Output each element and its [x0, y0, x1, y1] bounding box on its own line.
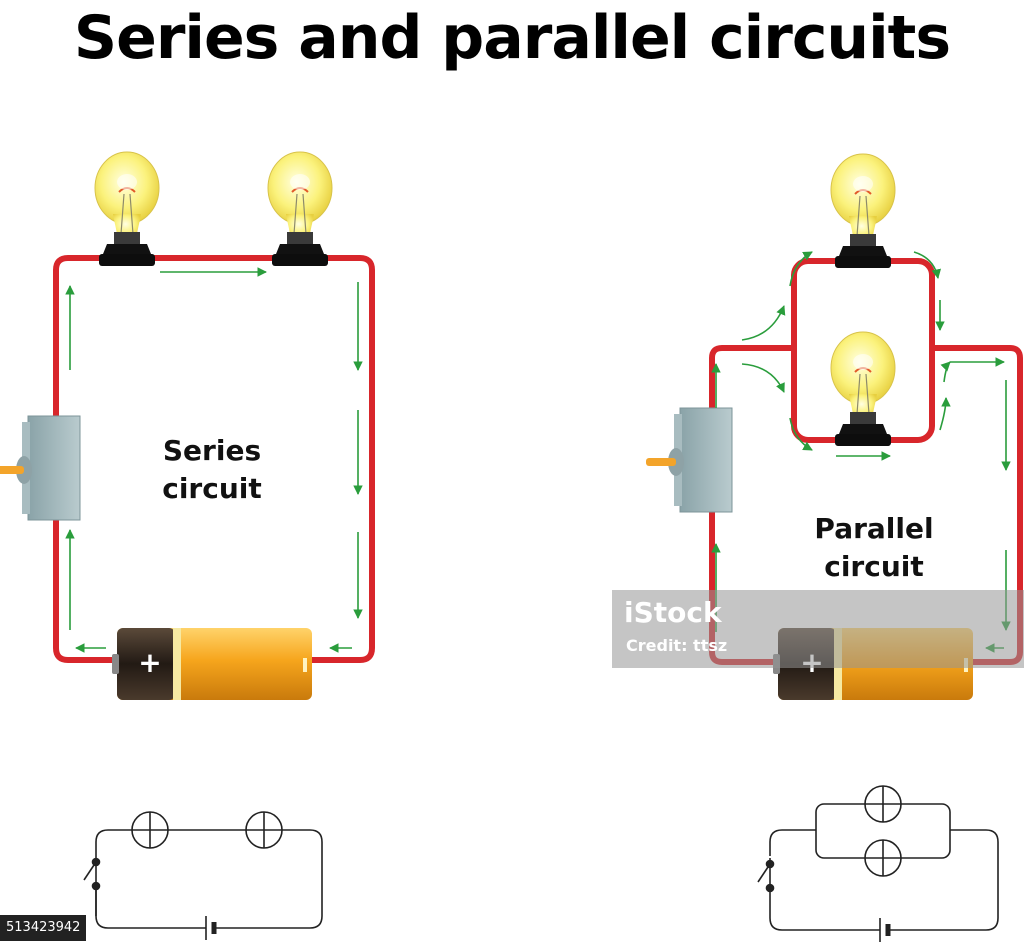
lamp-symbol-icon — [864, 839, 902, 877]
series-label-line-2: circuit — [162, 472, 262, 505]
light-bulb-icon — [94, 151, 160, 267]
switch-icon — [645, 407, 733, 513]
light-bulb-icon — [267, 151, 333, 267]
cell-symbol-icon — [205, 916, 217, 940]
cell-symbol-icon — [879, 918, 891, 942]
parallel-label-line-2: circuit — [824, 550, 924, 583]
page-title: Series and parallel circuits — [73, 3, 951, 73]
current-arrows — [65, 267, 363, 653]
series-label-line-1: Series — [162, 434, 262, 467]
stock-id-badge: 513423942 — [0, 915, 87, 941]
light-bulb-icon — [830, 331, 896, 447]
switch-symbol-icon — [757, 859, 775, 893]
parallel-label-line-1: Parallel — [814, 512, 934, 545]
battery-plus-sign: + — [138, 646, 161, 679]
parallel-circuit-label: Parallel circuit — [788, 510, 960, 586]
watermark-strip — [612, 590, 1024, 668]
series-schematic — [83, 811, 323, 940]
current-arrows — [711, 251, 1011, 653]
watermark-logo: iStock — [624, 596, 722, 629]
series-circuit — [0, 151, 375, 700]
lamp-symbol-icon — [864, 785, 902, 823]
parallel-schematic — [757, 785, 999, 942]
series-wire — [53, 255, 375, 663]
switch-icon — [0, 415, 81, 521]
lamp-symbol-icon — [245, 811, 283, 849]
switch-symbol-icon — [83, 857, 101, 916]
series-circuit-label: Series circuit — [132, 432, 292, 508]
watermark-credit: Credit: ttsz — [626, 636, 728, 655]
light-bulb-icon — [830, 153, 896, 269]
lamp-symbol-icon — [131, 811, 169, 849]
